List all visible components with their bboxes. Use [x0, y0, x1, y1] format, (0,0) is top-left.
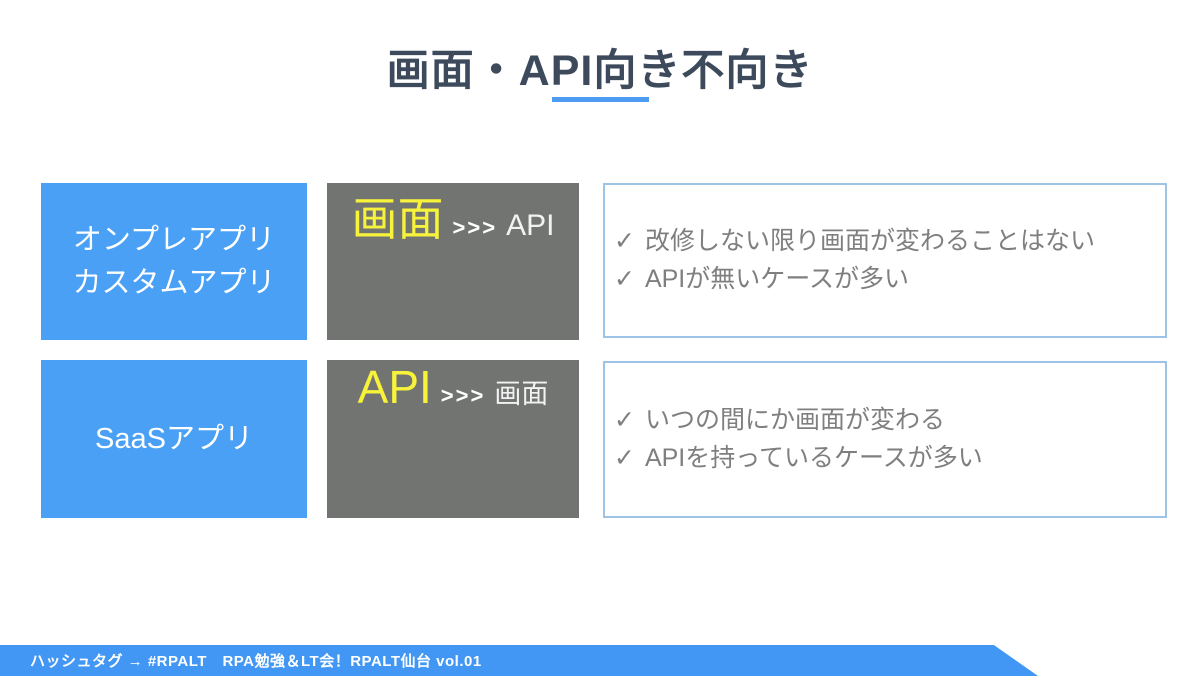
notes-box-saas: ✓ いつの間にか画面が変わる ✓ APIを持っているケースが多い: [603, 361, 1167, 518]
check-icon: ✓: [614, 443, 635, 472]
verdict-box-screen-over-api: 画面 >>> API: [327, 183, 579, 340]
category-line: SaaSアプリ: [95, 422, 253, 455]
check-icon: ✓: [614, 227, 635, 255]
note-line: ✓ いつの間にか画面が変わる: [614, 402, 1165, 440]
category-box-saas: SaaSアプリ: [41, 360, 307, 518]
footer-hashtag-text: ハッシュタグ → #RPALT RPA勉強＆LT会！RPALT仙台 vol.01: [30, 653, 482, 670]
category-line: カスタムアプリ: [72, 266, 276, 299]
verdict-loser: 画面: [494, 379, 549, 409]
title-underline: [552, 97, 649, 102]
note-text: 改修しない限り画面が変わることはない: [644, 227, 1095, 255]
note-text: いつの間にか画面が変わる: [644, 406, 945, 434]
category-line: オンプレアプリ: [72, 224, 276, 257]
verdict-comparator: >>>: [440, 383, 486, 408]
verdict-box-api-over-screen: API >>> 画面: [327, 360, 579, 518]
footer-ribbon: ハッシュタグ → #RPALT RPA勉強＆LT会！RPALT仙台 vol.01: [0, 645, 1038, 676]
verdict-comparator: >>>: [452, 215, 498, 240]
verdict-winner: API: [357, 361, 432, 413]
notes-box-onprem: ✓ 改修しない限り画面が変わることはない ✓ APIが無いケースが多い: [603, 183, 1167, 338]
note-text: APIを持っているケースが多い: [644, 443, 983, 472]
category-box-onprem: オンプレアプリ カスタムアプリ: [41, 183, 307, 340]
page-title: 画面・API向き不向き: [386, 47, 814, 95]
verdict-loser: API: [506, 209, 555, 242]
check-icon: ✓: [614, 406, 635, 434]
note-line: ✓ APIが無いケースが多い: [614, 261, 1165, 299]
note-line: ✓ 改修しない限り画面が変わることはない: [614, 223, 1165, 261]
note-line: ✓ APIを持っているケースが多い: [614, 440, 1165, 478]
verdict-winner: 画面: [351, 193, 444, 245]
check-icon: ✓: [614, 264, 635, 293]
note-text: APIが無いケースが多い: [644, 264, 909, 293]
